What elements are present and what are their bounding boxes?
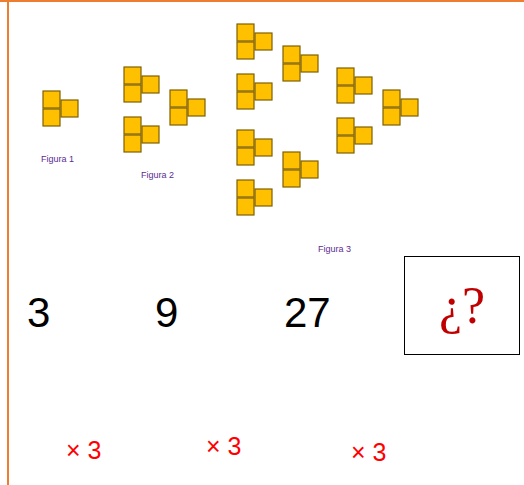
block-unit [43,91,78,126]
block-unit [383,90,418,125]
ratio-label: × 3 [206,434,241,459]
figure-caption: Figura 3 [318,245,351,254]
ratio-label: × 3 [66,438,101,463]
frame-line [7,0,9,485]
sequence-number: 27 [284,292,331,334]
frame-line [0,0,524,2]
block-unit [237,74,272,109]
figure-caption: Figura 1 [41,155,74,164]
figure-caption: Figura 2 [141,171,174,180]
block-unit [337,68,372,103]
block-unit [237,130,272,165]
block-unit [170,90,205,125]
block-unit [237,180,272,215]
sequence-number: 9 [155,292,178,334]
block-unit [237,24,272,59]
block-unit [337,118,372,153]
answer-box: ¿? [404,256,520,355]
ratio-label: × 3 [351,440,386,465]
block-unit [124,67,159,102]
block-unit [283,152,318,187]
sequence-number: 3 [27,292,50,334]
block-unit [124,117,159,152]
block-unit [283,46,318,81]
question-mark: ¿? [439,280,485,332]
